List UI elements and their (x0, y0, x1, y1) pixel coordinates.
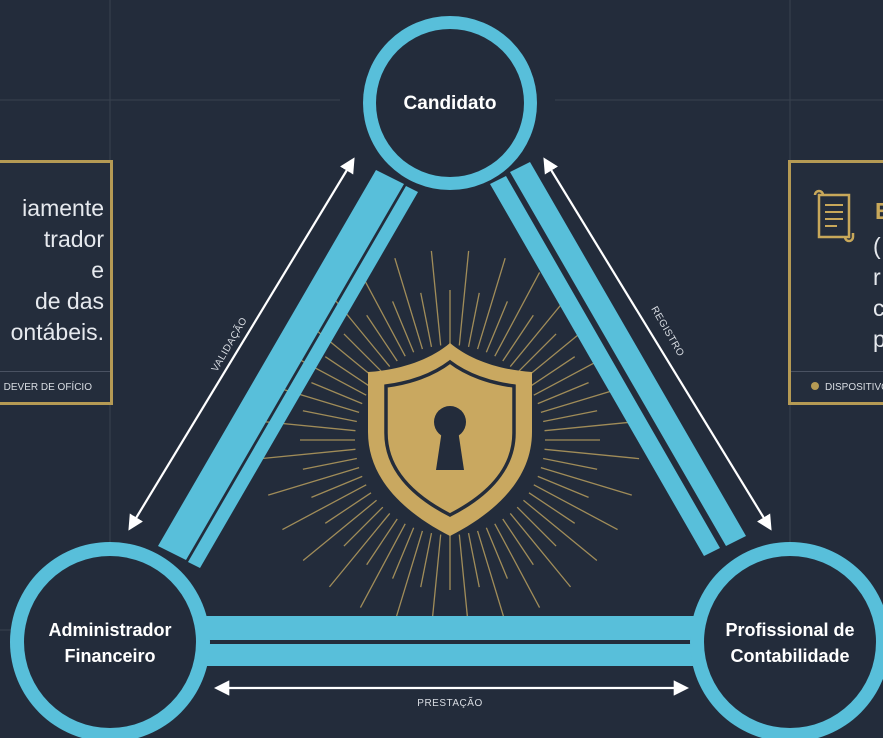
right-panel-line: r (873, 264, 881, 290)
left-panel-footer: DEVER DE OFÍCIO (0, 371, 110, 402)
ray-line (267, 466, 360, 496)
left-panel-line: de das (34, 288, 104, 314)
ray-line (516, 506, 557, 547)
ray-line (391, 527, 415, 579)
ray-line (302, 410, 357, 423)
right-panel-line: ( (873, 233, 881, 259)
node-profissional-label-1: Profissional de (725, 620, 854, 640)
ray-line (528, 492, 576, 524)
ray-line (366, 518, 398, 566)
node-administrador-label-1: Administrador (48, 620, 171, 640)
ray-line (343, 333, 384, 374)
right-panel-line: p (873, 326, 883, 352)
ray-line (359, 523, 406, 608)
ray-line (540, 466, 633, 496)
left-panel-line: trador (43, 226, 104, 252)
right-panel-footer: DISPOSITIVO (791, 371, 883, 402)
ray-line (302, 457, 357, 470)
edge-label-bottom: PRESTAÇÃO (417, 696, 482, 709)
arrows (128, 157, 772, 696)
ray-line (260, 448, 356, 460)
ray-line (430, 250, 442, 346)
left-info-panel: iamente trador e de das ontábeis. DEVER … (0, 160, 113, 405)
ray-line (420, 533, 433, 588)
edge-label-right: REGISTRO (648, 305, 686, 359)
ray-line (544, 420, 640, 432)
node-administrador-financeiro: Administrador Financeiro (10, 542, 210, 738)
left-panel-line: iamente (22, 195, 104, 221)
ray-line (502, 314, 534, 362)
node-profissional-contabilidade: Profissional de Contabilidade (690, 542, 883, 738)
bottom-edge-band (205, 616, 700, 666)
ray-line (359, 272, 406, 357)
ray-line (324, 356, 372, 388)
ray-line (324, 492, 372, 524)
footer-dot-icon (811, 382, 819, 390)
ray-line (544, 448, 640, 460)
right-panel-footer-text: DISPOSITIVO (825, 382, 883, 393)
ray-line (543, 410, 598, 423)
ray-line (543, 457, 598, 470)
ray-line (430, 534, 442, 630)
node-profissional-label-2: Contabilidade (730, 646, 849, 666)
ray-line (509, 513, 572, 588)
ray-line (476, 257, 506, 350)
right-panel-title: E (875, 198, 883, 224)
ray-line (516, 333, 557, 374)
ray-line (420, 292, 433, 347)
right-edge-band (490, 162, 746, 556)
right-info-panel: E ( r c p DISPOSITIVO (788, 160, 883, 405)
ray-line (302, 499, 377, 562)
ray-line (458, 534, 470, 630)
right-arrow (543, 157, 772, 531)
ray-line (394, 530, 424, 623)
ray-line (467, 292, 480, 347)
left-arrow (128, 157, 355, 531)
ray-line (494, 272, 541, 357)
left-panel-footer-text: DEVER DE OFÍCIO (3, 382, 92, 393)
right-panel-text: ( r c p (873, 231, 883, 355)
right-panel-line: c (873, 295, 883, 321)
ray-line (458, 250, 470, 346)
ray-line (467, 533, 480, 588)
node-candidato: Candidato (363, 16, 537, 190)
ray-line (485, 301, 509, 353)
ray-line (523, 499, 598, 562)
left-panel-text: iamente trador e de das ontábeis. (11, 193, 104, 348)
ray-line (494, 523, 541, 608)
node-administrador-label-2: Financeiro (64, 646, 155, 666)
ray-line (502, 518, 534, 566)
left-panel-line: e (91, 257, 104, 283)
ray-line (394, 257, 424, 350)
left-panel-line: ontábeis. (10, 319, 104, 345)
ray-line (485, 527, 509, 579)
ray-line (366, 314, 398, 362)
shield-keyhole-icon (368, 343, 532, 536)
ray-line (528, 356, 576, 388)
ray-line (328, 513, 391, 588)
ray-line (343, 506, 384, 547)
scroll-icon (813, 189, 855, 243)
ray-line (476, 530, 506, 623)
ray-line (391, 301, 415, 353)
node-candidato-label: Candidato (404, 93, 497, 114)
